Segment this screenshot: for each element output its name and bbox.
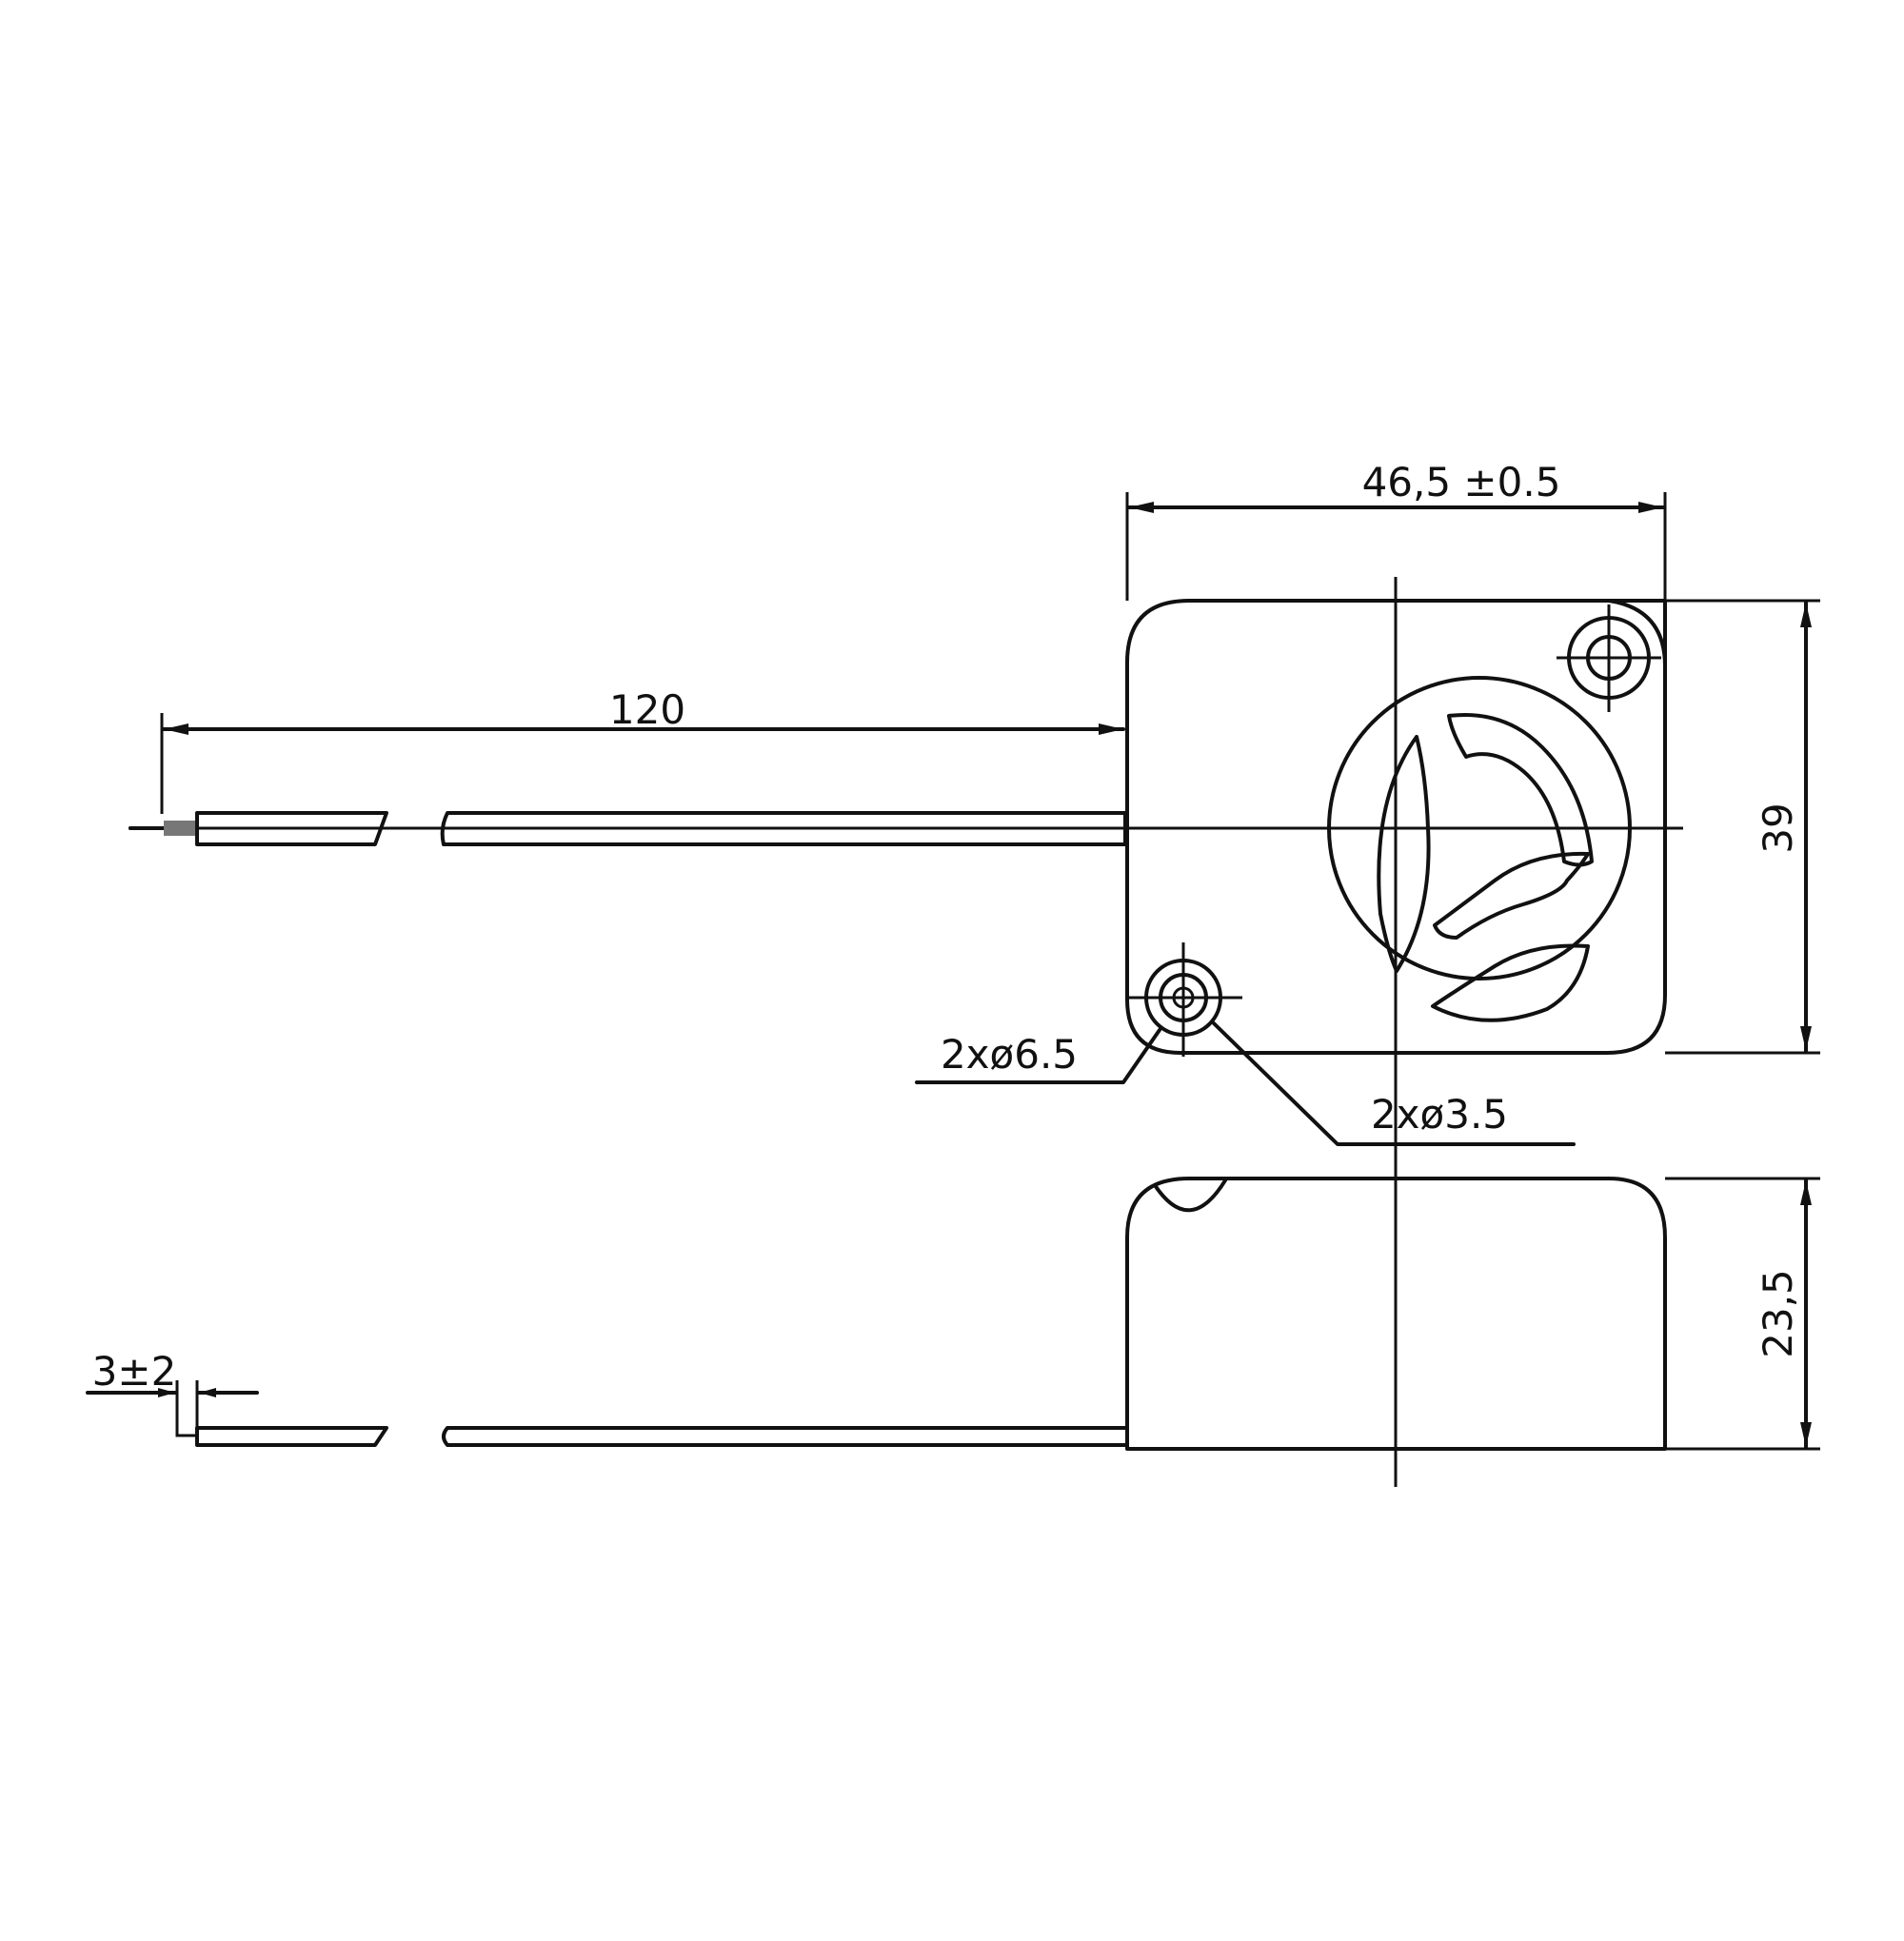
height-dimension: 39: [1665, 599, 1820, 1055]
mounting-hole-bottom-left: [1127, 942, 1242, 1057]
top-view: 46,5 ±0.5 120 39 2xø6.5 2xø3.5: [129, 459, 1820, 1487]
cable-side-view: [195, 1426, 1129, 1447]
cable-top-view: [129, 811, 1127, 846]
cable-length-dimension: 120: [160, 686, 1125, 814]
width-dimension-label: 46,5 ±0.5: [1362, 459, 1561, 505]
side-view: 23,5 3±2: [86, 1177, 1820, 1451]
outer-hole-label: 2xø6.5: [941, 1031, 1078, 1078]
inner-hole-callout: 2xø3.5: [1212, 1021, 1576, 1146]
sensor-body-outline: [1125, 599, 1667, 1055]
mounting-hole-top-right: [1557, 599, 1667, 712]
height-dimension-label: 39: [1755, 802, 1801, 853]
mounting-hole-notch: [1153, 1178, 1227, 1213]
strip-length-label: 3±2: [92, 1348, 177, 1395]
depth-dimension: 23,5: [1665, 1177, 1820, 1451]
cable-length-label: 120: [609, 686, 685, 733]
inner-hole-label: 2xø3.5: [1371, 1091, 1508, 1138]
sensing-slot-left: [1377, 735, 1431, 973]
outer-hole-callout: 2xø6.5: [915, 1028, 1161, 1084]
width-dimension: 46,5 ±0.5: [1125, 459, 1667, 601]
sensing-slot-lower: [1433, 851, 1590, 940]
sensing-slot-upper: [1447, 713, 1594, 867]
strip-length-dimension: 3±2: [86, 1348, 259, 1437]
sensor-side-outline: [1125, 1177, 1667, 1451]
sensing-face-circle: [1327, 676, 1632, 980]
sensing-slot-lower-outer: [1431, 943, 1590, 1022]
depth-dimension-label: 23,5: [1755, 1269, 1801, 1358]
